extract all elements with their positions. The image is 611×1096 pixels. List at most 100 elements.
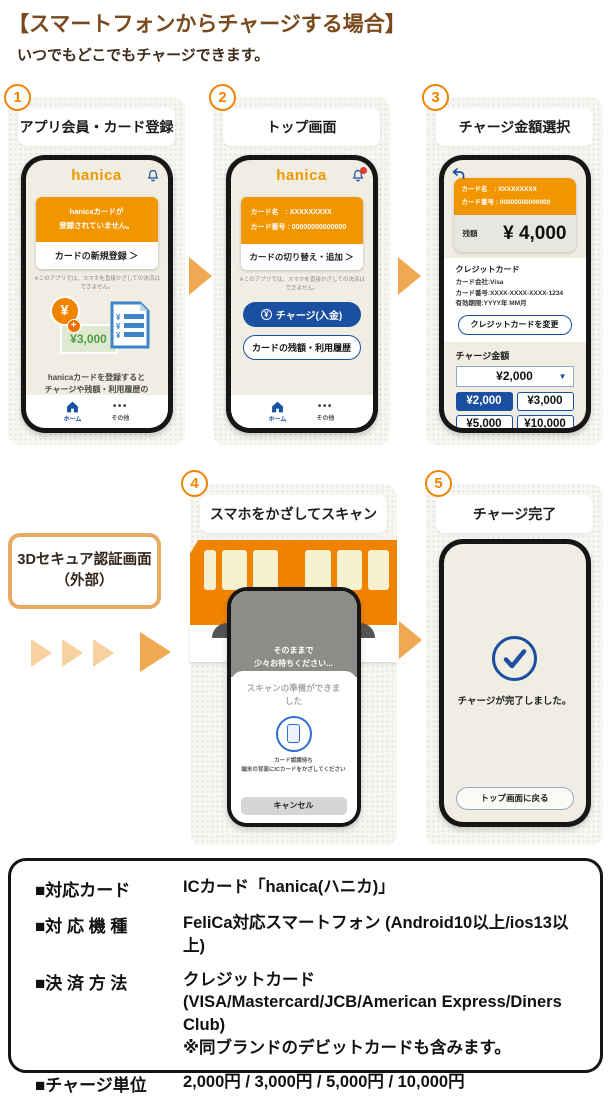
no-card-message: hanicaカードが 登録されていません。 xyxy=(35,197,158,242)
flow-arrow-1 xyxy=(189,257,212,295)
step4-panel: 4 スマホをかざしてスキャン そのままで 少々お待ちください... スキャンの準… xyxy=(181,470,397,845)
charge-amount-label: チャージ金額 xyxy=(455,350,510,361)
charge-done-text: チャージが完了しました。 xyxy=(457,696,572,707)
card-number: カード番号 : 00000000000000 xyxy=(461,198,551,206)
step5-title: チャージ完了 xyxy=(436,495,593,533)
card-info: カード名 : XXXXXXXXX カード番号 : 00000000000000 xyxy=(240,197,363,245)
mini-arrow-3 xyxy=(93,639,114,667)
balance-row: 残額 ¥ 4,000 xyxy=(453,215,576,253)
svg-text:¥: ¥ xyxy=(116,331,121,340)
charge-illustration: ¥3,000 ¥¥¥ ¥ + xyxy=(26,295,168,366)
balance-value: ¥ 4,000 xyxy=(503,222,567,244)
step4-title: スマホをかざしてスキャン xyxy=(200,495,387,533)
info-label: ■対応カード xyxy=(35,881,131,900)
step3-number: 3 xyxy=(422,84,449,111)
register-card-button[interactable]: カードの新規登録 ＞ xyxy=(35,241,158,269)
back-to-top-button[interactable]: トップ画面に戻る xyxy=(455,787,574,810)
nav-home[interactable]: ホーム xyxy=(64,401,81,423)
nav-other-label: その他 xyxy=(316,416,335,422)
home-icon xyxy=(67,401,78,412)
phone-mockup-3: カード名 : XXXXXXXXX カード番号 : 00000000000000 … xyxy=(438,155,591,433)
credit-company: カード会社:Visa xyxy=(455,279,504,287)
secure-auth-box: 3Dセキュア認証画面 （外部） xyxy=(8,533,161,609)
card-name: カード名 : XXXXXXXXX xyxy=(250,209,332,216)
yen-circle-icon: ¥ xyxy=(260,309,272,321)
step3-title: チャージ金額選択 xyxy=(436,108,593,146)
app-disclaimer: ※このアプリでは、スマホを直接かざしての決済はできません。 xyxy=(33,275,160,290)
info-row-device: ■対 応 機 種 FeliCa対応スマートフォン (Android10以上/io… xyxy=(35,912,584,958)
more-dots-icon: ••• xyxy=(317,401,333,412)
card-name: カード名 : XXXXXXXXX xyxy=(461,186,538,193)
charge-amount-select[interactable]: ¥2,000 ▼ xyxy=(455,365,574,387)
selected-amount: ¥2,000 xyxy=(496,369,533,384)
balance-history-button[interactable]: カードの残額・利用履歴 xyxy=(242,335,361,361)
chevron-down-icon: ▼ xyxy=(558,371,567,381)
nav-other[interactable]: ••• その他 xyxy=(111,401,129,422)
switch-card-button[interactable]: カードの切り替え・追加 ＞ xyxy=(240,244,363,271)
amount-option-3000[interactable]: ¥3,000 xyxy=(516,391,574,411)
amount-option-5000[interactable]: ¥5,000 xyxy=(455,414,513,428)
notification-badge xyxy=(359,167,367,174)
info-value: 2,000円 / 3,000円 / 5,000円 / 10,000円 xyxy=(183,1072,465,1091)
phone-mockup-5: チャージが完了しました。 トップ画面に戻る xyxy=(438,539,591,827)
step2-number: 2 xyxy=(209,84,236,111)
mini-arrow-4 xyxy=(140,632,171,672)
bell-icon[interactable] xyxy=(147,169,159,187)
bottom-nav: ホーム ••• その他 xyxy=(25,395,168,428)
credit-card-title: クレジットカード xyxy=(455,265,520,275)
check-icon xyxy=(492,636,537,681)
phone-mockup-1: hanica hanicaカードが 登録されていません。 カードの新規登録 ＞ … xyxy=(20,155,173,433)
nav-home[interactable]: ホーム xyxy=(268,401,287,423)
change-credit-card-button[interactable]: クレジットカードを変更 xyxy=(457,314,572,335)
scan-phone-icon xyxy=(275,715,312,752)
info-value: ICカード「hanica(ハニカ)」 xyxy=(183,878,395,896)
scan-ready-text: スキャンの準備ができま した xyxy=(246,683,341,706)
amount-option-10000[interactable]: ¥10,000 xyxy=(516,414,574,428)
flow-arrow-2 xyxy=(398,257,421,295)
charge-button[interactable]: ¥ チャージ(入金) xyxy=(242,302,361,328)
wait-text: そのままで 少々お待ちください... xyxy=(254,646,333,669)
card-notice: hanicaカードが 登録されていません。 カードの新規登録 ＞ xyxy=(35,197,158,269)
card-balance-box: カード名 : XXXXXXXXX カード番号 : 00000000000000 … xyxy=(453,178,576,253)
cancel-button[interactable]: キャンセル xyxy=(240,797,347,815)
nav-other[interactable]: ••• その他 xyxy=(316,401,334,422)
step1-number: 1 xyxy=(4,84,31,111)
info-label: ■チャージ単位 xyxy=(35,1075,147,1095)
back-icon[interactable] xyxy=(452,166,465,184)
page-subtitle: いつでもどこでもチャージできます。 xyxy=(17,47,270,64)
step1-panel: 1 アプリ会員・カード登録 hanica hanicaカードが 登録されていませ… xyxy=(4,84,185,445)
bottom-nav: ホーム ••• その他 xyxy=(230,395,373,428)
info-label: ■決 済 方 法 xyxy=(35,973,128,993)
card-summary: カード名 : XXXXXXXXX カード番号 : 00000000000000 … xyxy=(240,197,363,271)
svg-text:¥: ¥ xyxy=(116,313,121,322)
home-icon xyxy=(272,401,283,412)
phone-mockup-4: そのままで 少々お待ちください... スキャンの準備ができま した カード認識待… xyxy=(226,587,361,827)
history-doc-icon: ¥¥¥ xyxy=(109,297,151,354)
step2-title: トップ画面 xyxy=(223,108,380,146)
app-header: hanica xyxy=(231,167,373,191)
step5-number: 5 xyxy=(425,470,452,497)
card-info: カード名 : XXXXXXXXX カード番号 : 00000000000000 xyxy=(453,178,576,216)
credit-card-section: クレジットカード カード会社:Visa カード番号:XXXX-XXXX-XXXX… xyxy=(443,258,586,342)
nav-other-label: その他 xyxy=(111,416,130,422)
info-value: FeliCa対応スマートフォン (Android10以上/ios13以上) xyxy=(183,914,569,955)
page-title: 【スマートフォンからチャージする場合】 xyxy=(8,13,406,36)
more-dots-icon: ••• xyxy=(112,401,128,412)
info-value: クレジットカード (VISA/Mastercard/JCB/American E… xyxy=(183,970,562,1057)
app-header: hanica xyxy=(26,167,168,191)
hanica-logo: hanica xyxy=(276,167,327,184)
mini-arrow-2 xyxy=(62,639,83,667)
phone-mockup-2: hanica カード名 : XXXXXXXXX カード番号 : 00000000… xyxy=(225,155,378,433)
nav-home-label: ホーム xyxy=(268,416,287,423)
info-row-card: ■対応カード ICカード「hanica(ハニカ)」 xyxy=(35,876,584,901)
scan-wait-area: そのままで 少々お待ちください... xyxy=(230,591,357,677)
step4-number: 4 xyxy=(181,470,208,497)
app-disclaimer: ※このアプリでは、スマホを直接かざしての決済はできません。 xyxy=(238,277,365,292)
step3-panel: 3 チャージ金額選択 カード名 : XXXXXXXXX カード番号 : 0000… xyxy=(422,84,603,445)
credit-number: カード番号:XXXX-XXXX-XXXX-1234 xyxy=(455,289,564,297)
amount-option-2000[interactable]: ¥2,000 xyxy=(455,391,513,411)
scan-hint-text: カード認識待ち 端末の背面にICカードをかざしてください xyxy=(241,757,346,773)
credit-expiry: 有効期限:YYYY年 MM月 xyxy=(455,300,527,308)
money-card-graphic: ¥3,000 xyxy=(59,323,118,354)
